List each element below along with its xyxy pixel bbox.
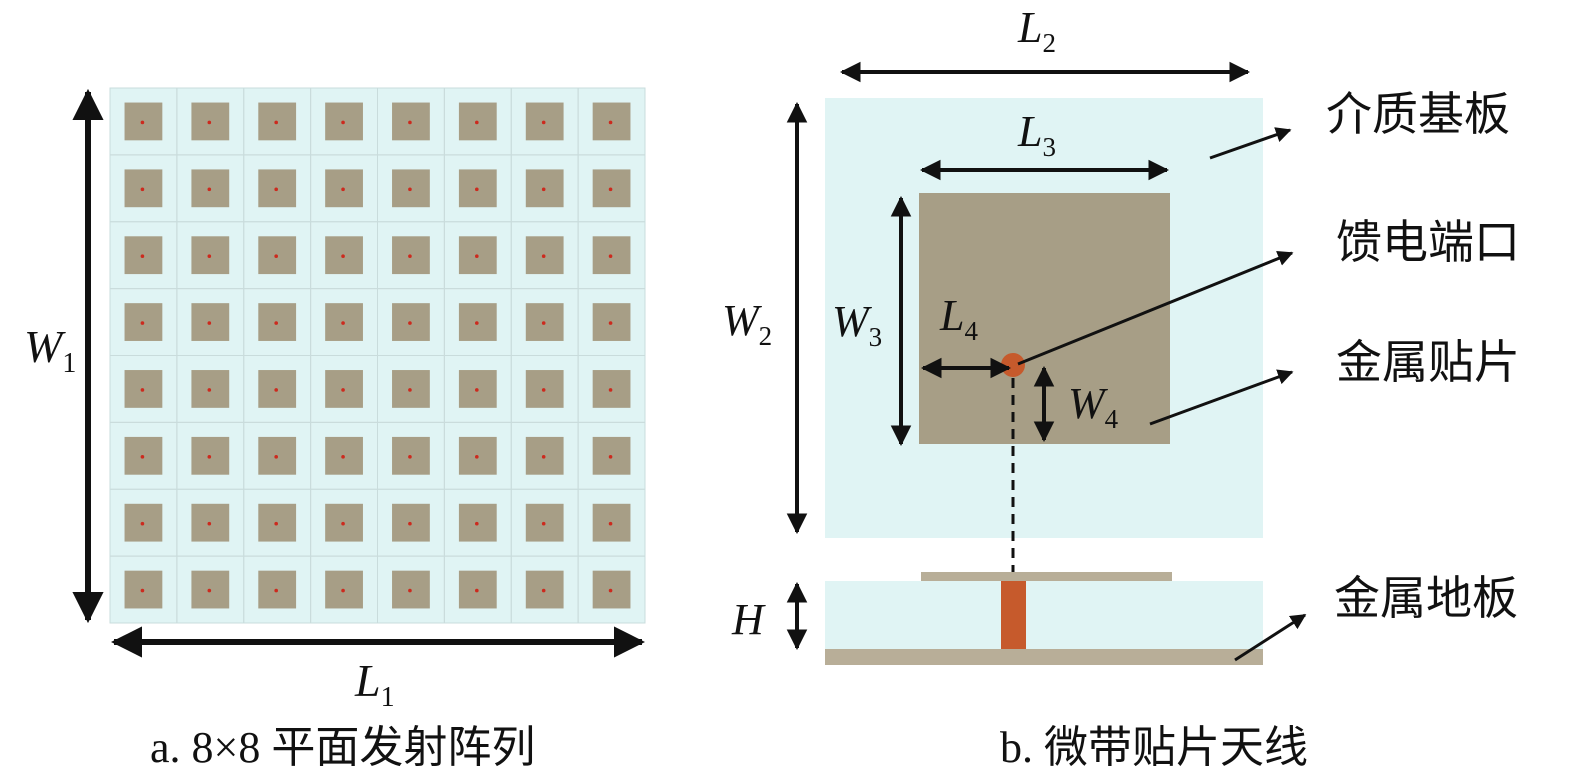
- array-feed-dot: [140, 588, 145, 593]
- array-feed-dot: [140, 521, 145, 526]
- array-feed-dot: [140, 254, 145, 258]
- array-feed-dot: [541, 187, 546, 192]
- array-feed-dot: [475, 388, 479, 392]
- array-feed-dot: [541, 254, 546, 258]
- feed-port-label: 馈电端口: [1336, 215, 1520, 269]
- array-feed-dot: [207, 321, 212, 325]
- array-feed-dot: [207, 588, 212, 593]
- array-feed-dot: [274, 588, 278, 593]
- array-cell: [577, 555, 646, 624]
- array-feed-dot: [140, 388, 145, 392]
- array-feed-dot: [608, 321, 613, 325]
- l2-label: L2: [1017, 3, 1056, 58]
- array-feed-dot: [274, 187, 278, 192]
- l3-label: L3: [1017, 107, 1056, 162]
- array-feed-dot: [541, 521, 546, 526]
- l4-label: L4: [939, 291, 978, 346]
- array-feed-dot: [608, 254, 613, 258]
- array-feed-dot: [207, 187, 212, 192]
- metal-ground-plane: [825, 649, 1263, 665]
- feed-probe: [1001, 581, 1026, 649]
- h-label: H: [731, 595, 766, 644]
- array-feed-dot: [341, 388, 345, 392]
- array-feed-dot: [140, 321, 145, 325]
- l1-label: L1: [354, 655, 395, 713]
- array-feed-dot: [207, 120, 212, 125]
- substrate-callout-arrow: [1209, 127, 1292, 160]
- array-feed-dot: [341, 120, 345, 125]
- array-feed-dot: [274, 254, 278, 258]
- array-feed-dot: [408, 254, 412, 258]
- array-feed-dot: [408, 187, 412, 192]
- array-feed-dot: [408, 321, 412, 325]
- array-feed-dot: [341, 187, 345, 192]
- array-feed-dot: [207, 455, 212, 459]
- substrate-label: 介质基板: [1326, 87, 1510, 141]
- feed-port-callout-arrow: [1017, 251, 1294, 366]
- array-feed-dot: [541, 455, 546, 459]
- array-feed-dot: [475, 588, 479, 593]
- panel-b: L2 W2 L3 W3 L4 W4 H 介质基板 馈电端口: [722, 3, 1520, 772]
- array-feed-dot: [608, 588, 613, 593]
- array-feed-dot: [475, 321, 479, 325]
- array-feed-dot: [207, 254, 212, 258]
- array-feed-dot: [341, 455, 345, 459]
- array-feed-dot: [475, 521, 479, 526]
- array-feed-dot: [541, 120, 546, 125]
- panel-a: W1 L1 a. 8×8 平面发射阵列: [24, 87, 646, 772]
- array-feed-dot: [341, 321, 345, 325]
- array-grid: [109, 87, 646, 624]
- array-feed-dot: [608, 388, 613, 392]
- array-feed-dot: [475, 120, 479, 125]
- w1-label: W1: [24, 321, 76, 379]
- array-feed-dot: [341, 254, 345, 258]
- array-feed-dot: [541, 388, 546, 392]
- array-feed-dot: [475, 455, 479, 459]
- array-feed-dot: [274, 521, 278, 526]
- ground-callout-arrow: [1234, 613, 1307, 662]
- array-feed-dot: [274, 455, 278, 459]
- array-feed-dot: [140, 120, 145, 125]
- array-feed-dot: [274, 388, 278, 392]
- array-feed-dot: [608, 187, 613, 192]
- array-feed-dot: [140, 455, 145, 459]
- ground-label: 金属地板: [1334, 571, 1518, 625]
- array-feed-dot: [207, 388, 212, 392]
- array-feed-dot: [274, 120, 278, 125]
- array-feed-dot: [541, 321, 546, 325]
- patch-label: 金属贴片: [1336, 335, 1520, 389]
- array-feed-dot: [541, 588, 546, 593]
- array-feed-dot: [207, 521, 212, 526]
- substrate-side-view: [825, 581, 1263, 649]
- array-feed-dot: [475, 187, 479, 192]
- array-feed-dot: [274, 321, 278, 325]
- side-view-patch: [921, 572, 1172, 581]
- array-feed-dot: [408, 455, 412, 459]
- array-feed-dot: [341, 588, 345, 593]
- w3-label: W3: [832, 297, 882, 352]
- array-feed-dot: [408, 120, 412, 125]
- array-feed-dot: [408, 521, 412, 526]
- array-feed-dot: [408, 588, 412, 593]
- caption-a: a. 8×8 平面发射阵列: [150, 723, 535, 772]
- caption-b: b. 微带贴片天线: [1000, 723, 1308, 772]
- array-feed-dot: [608, 455, 613, 459]
- array-feed-dot: [408, 388, 412, 392]
- array-feed-dot: [608, 120, 613, 125]
- feed-port-dot: [1001, 353, 1025, 377]
- array-feed-dot: [140, 187, 145, 192]
- array-feed-dot: [608, 521, 613, 526]
- array-feed-dot: [341, 521, 345, 526]
- w4-label: W4: [1068, 379, 1119, 434]
- array-feed-dot: [475, 254, 479, 258]
- w2-label: W2: [722, 296, 772, 351]
- patch-callout-arrow: [1149, 369, 1294, 426]
